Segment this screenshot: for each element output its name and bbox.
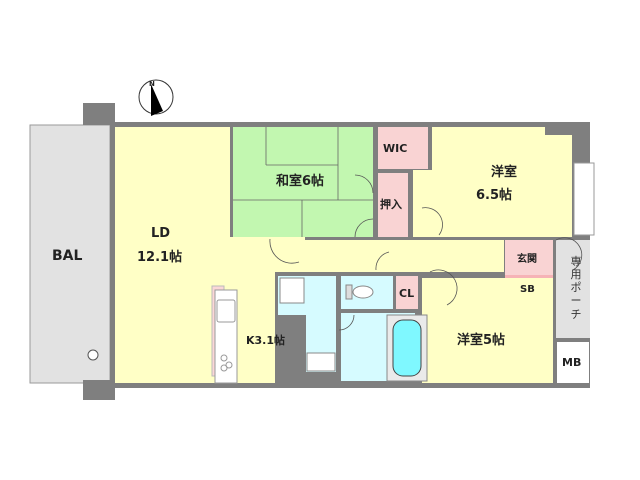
sink-icon [216,299,236,323]
porch-char: ー [571,294,582,307]
wall-pillar-bottom [83,380,115,400]
porch-char: 用 [571,268,582,281]
washitsu-room [233,127,373,237]
youshitsu-6-5-room [413,127,572,237]
wall-pillar-top [83,103,115,125]
corridor [304,240,504,272]
wic-label: WIC [383,142,407,155]
oshiire-room [378,173,408,237]
bathtub-water [392,319,422,377]
youshitsu-5-room [422,278,553,383]
porch [556,240,590,338]
cl-closet [396,276,418,309]
balcony [29,124,111,384]
toilet-tank-icon [345,284,353,300]
compass-label: N [149,80,155,88]
genkan [505,240,553,275]
porch-char: ポ [571,281,582,294]
tatami-lines [233,127,373,237]
genkan-label: 玄関 [517,252,537,265]
cl-label: CL [399,287,414,300]
porch-label: 専 用 ポ ー チ [571,255,582,321]
washitsu-label: 和室6帖 [276,173,324,189]
porch-char: 専 [571,255,582,268]
stove-icon [220,364,228,372]
porch-char: チ [571,308,582,321]
sb-label: SB [520,284,535,295]
compass-icon [138,79,174,116]
washing-machine-icon [279,277,305,304]
stove-icon [225,361,233,369]
window-bay [573,162,595,236]
youshitsu1-size: 6.5帖 [476,187,512,203]
ld-label: LD [151,226,170,241]
washbasin-icon [306,352,336,372]
youshitsu2-label: 洋室5帖 [457,332,505,348]
drain-icon [87,349,99,361]
wic-room [378,127,428,169]
balcony-label: BAL [52,248,83,264]
kitchen-label: K3.1帖 [246,333,285,347]
stove-icon [220,354,228,362]
mb-label: MB [562,356,581,369]
toilet-icon [352,285,374,299]
oshiire-label: 押入 [380,197,402,211]
mb-box [557,342,589,383]
ld-size: 12.1帖 [137,249,182,265]
youshitsu1-label: 洋室 [491,164,517,180]
door-swings [269,174,583,331]
